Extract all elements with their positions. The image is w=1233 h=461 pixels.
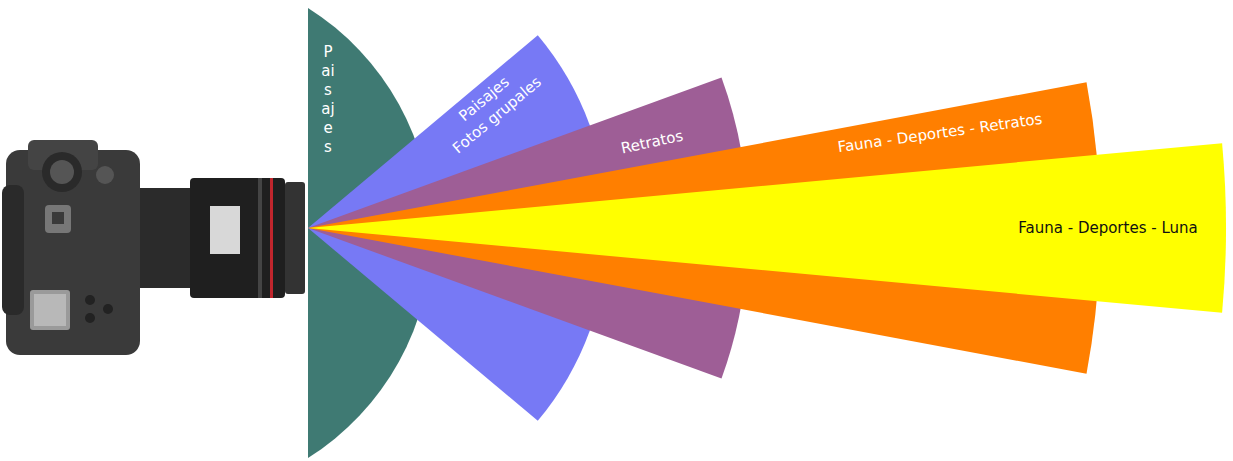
zone-label: Fauna - Deportes - Luna bbox=[1018, 219, 1197, 237]
zone-sector bbox=[308, 143, 1226, 313]
zone-label: Paisajes bbox=[321, 43, 336, 157]
